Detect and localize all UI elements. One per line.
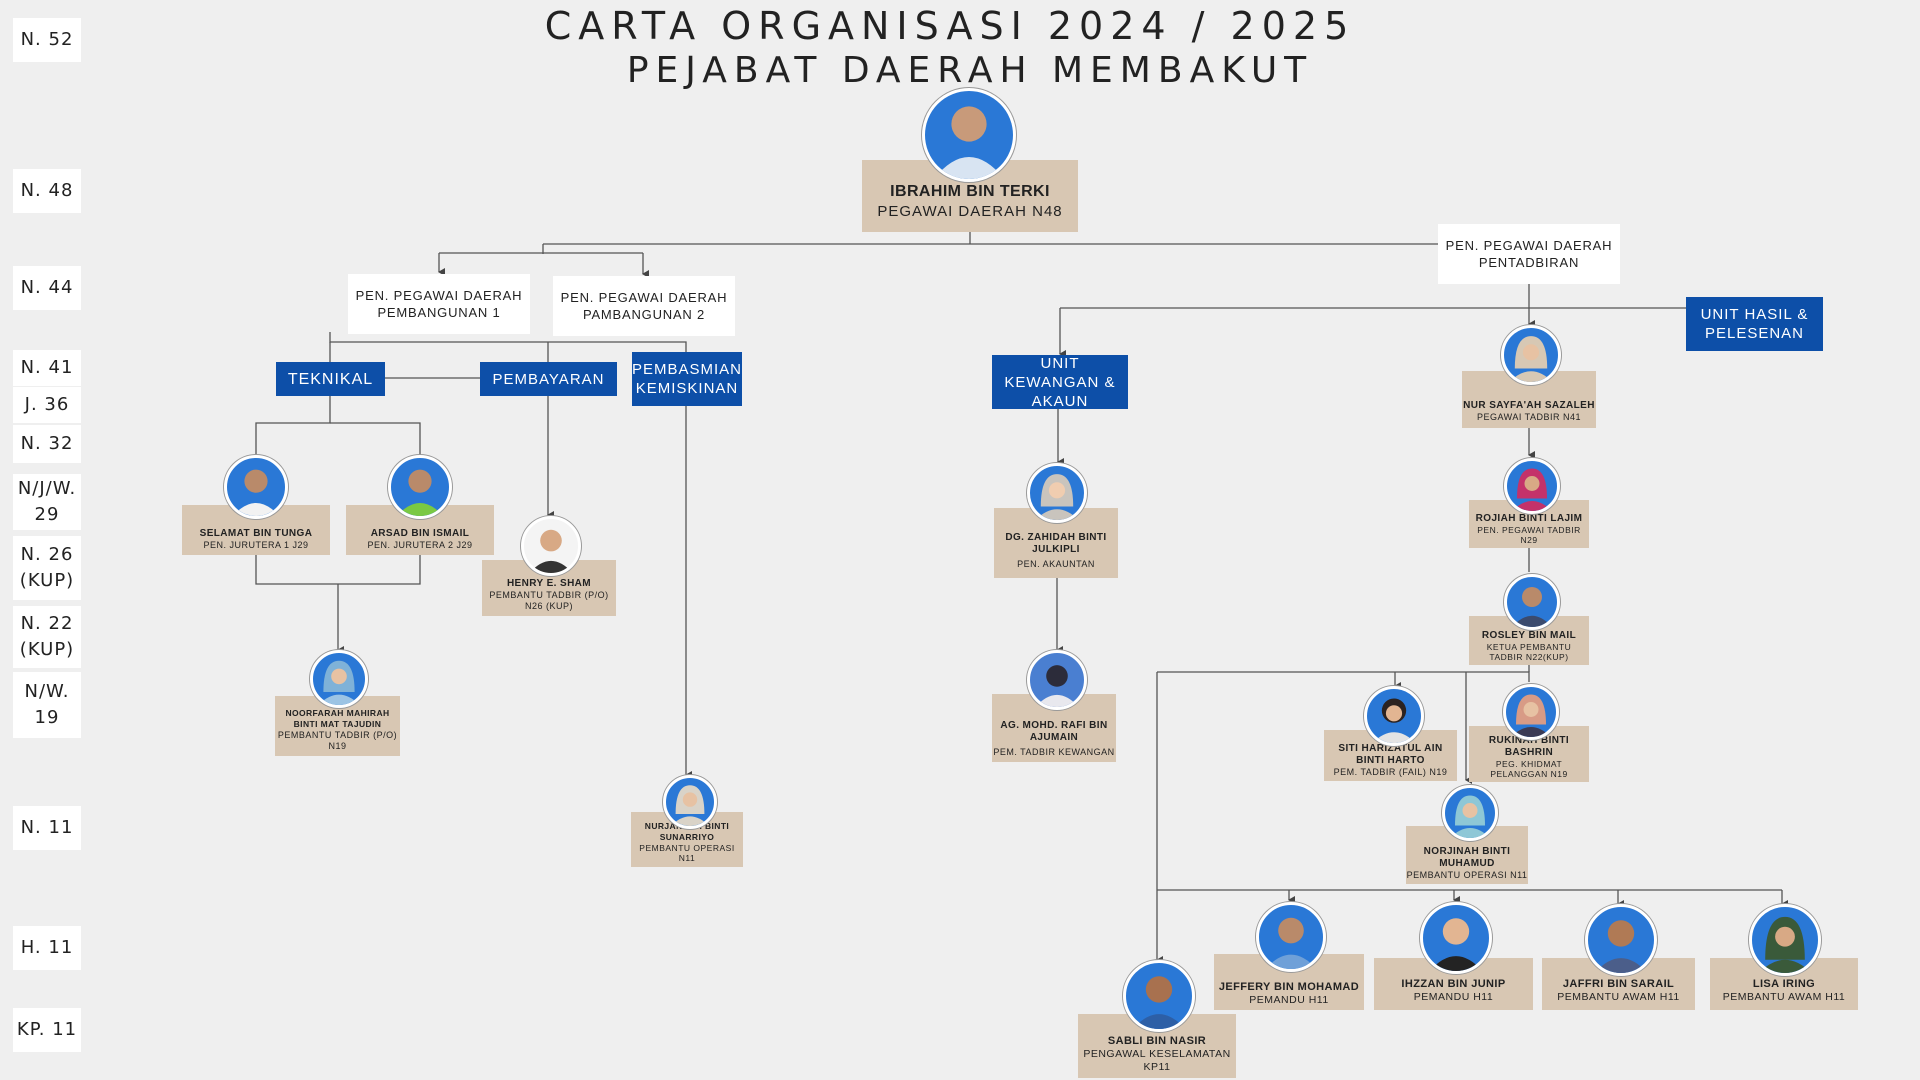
person-name: IBRAHIM BIN TERKI: [890, 182, 1050, 200]
person-post: PEMBANTU OPERASI N11: [1406, 870, 1528, 880]
unit-hasil-pelesenan: UNIT HASIL & PELESENAN: [1686, 297, 1823, 351]
grade-label-n11: N. 11: [13, 806, 81, 850]
avatar-rafi: [1027, 650, 1087, 710]
unit-pen-pembangunan-1: PEN. PEGAWAI DAERAH PEMBANGUNAN 1: [348, 274, 530, 334]
avatar-sabli: [1123, 960, 1195, 1032]
avatar-henry: [521, 516, 581, 576]
avatar-jeffery: [1256, 902, 1326, 972]
person-post: PEN. JURUTERA 2 J29: [367, 540, 473, 550]
person-post: PEGAWAI TADBIR N41: [1476, 412, 1582, 422]
avatar-rosley: [1504, 574, 1560, 630]
person-post: PEN. AKAUNTAN: [1017, 559, 1095, 569]
person-post: PEMBANTU AWAM H11: [1722, 991, 1846, 1003]
person-name: LISA IRING: [1752, 978, 1816, 990]
unit-pembasmian-kemiskinan: PEMBASMIAN KEMISKINAN: [632, 352, 742, 406]
person-name: JAFFRI BIN SARAIL: [1562, 978, 1675, 990]
person-card-sabli: SABLI BIN NASIR PENGAWAL KESELAMATAN KP1…: [1078, 1014, 1236, 1078]
grade-label-n32: N. 32: [13, 425, 81, 463]
avatar-lisa: [1749, 904, 1821, 976]
person-name: DG. ZAHIDAH BINTI JULKIPLI: [1005, 532, 1107, 555]
person-name: HENRY E. SHAM: [506, 578, 592, 589]
person-post: PEMBANTU TADBIR (P/O) N19: [277, 730, 398, 751]
person-post: PEMBANTU OPERASI N11: [639, 843, 735, 863]
avatar-ihzzan: [1420, 902, 1492, 974]
grade-label-n52: N. 52: [13, 18, 81, 62]
avatar-nurjannah: [663, 775, 717, 829]
person-name: AG. MOHD. RAFI BIN AJUMAIN: [1000, 720, 1108, 743]
grade-label-h11: H. 11: [13, 926, 81, 970]
grade-label-n19: N/W. 19: [13, 672, 81, 738]
person-name: ARSAD BIN ISMAIL: [370, 528, 470, 539]
person-card-jeffery: JEFFERY BIN MOHAMAD PEMANDU H11: [1214, 954, 1364, 1010]
person-name: ROJIAH BINTI LAJIM: [1475, 513, 1583, 524]
person-post: PEN. JURUTERA 1 J29: [203, 540, 309, 550]
person-name: SELAMAT BIN TUNGA: [199, 528, 313, 539]
person-card-norjinah: NORJINAH BINTI MUHAMUD PEMBANTU OPERASI …: [1406, 826, 1528, 884]
avatar-ibrahim: [922, 88, 1016, 182]
person-name: NUR SAYFA'AH SAZALEH: [1463, 400, 1595, 411]
avatar-selamat: [224, 455, 288, 519]
unit-teknikal: TEKNIKAL: [276, 362, 385, 396]
unit-kewangan-akaun: UNIT KEWANGAN & AKAUN: [992, 355, 1128, 410]
person-post: PEMBANTU TADBIR (P/O) N26 (KUP): [489, 590, 609, 611]
person-post: PEGAWAI DAERAH N48: [877, 202, 1063, 220]
person-name: JEFFERY BIN MOHAMAD: [1218, 981, 1360, 993]
grade-label-n48: N. 48: [13, 169, 81, 213]
unit-pembayaran: PEMBAYARAN: [480, 362, 617, 396]
person-card-noorfarah: NOORFARAH MAHIRAH BINTI MAT TAJUDIN PEMB…: [275, 696, 400, 756]
grade-label-n22: N. 22 (KUP): [13, 606, 81, 668]
person-post: PEM. TADBIR (FAIL) N19: [1333, 767, 1448, 777]
avatar-jaffri: [1585, 904, 1657, 976]
avatar-rojiah: [1504, 458, 1560, 514]
person-name: NOORFARAH MAHIRAH BINTI MAT TAJUDIN: [285, 708, 390, 729]
avatar-arsad: [388, 455, 452, 519]
grade-label-kp11: KP. 11: [13, 1008, 81, 1052]
person-card-rojiah: ROJIAH BINTI LAJIM PEN. PEGAWAI TADBIR N…: [1469, 500, 1589, 548]
chart-title-line-2: PEJABAT DAERAH MEMBAKUT: [626, 50, 1314, 91]
person-post: PEMBANTU AWAM H11: [1557, 991, 1680, 1003]
grade-label-n29: N/J/W. 29: [13, 474, 81, 530]
unit-pen-pembangunan-2: PEN. PEGAWAI DAERAH PAMBANGUNAN 2: [553, 276, 735, 336]
person-post: KETUA PEMBANTU TADBIR N22(KUP): [1486, 642, 1572, 662]
person-post: PEM. TADBIR KEWANGAN: [993, 747, 1115, 757]
grade-label-n41: N. 41: [13, 350, 81, 386]
avatar-rukinah: [1503, 684, 1559, 740]
person-name: RUKINAH BINTI BASHRIN: [1488, 735, 1570, 758]
person-name: SITI HARIZATUL AIN BINTI HARTO: [1338, 743, 1443, 766]
person-post: PEN. PEGAWAI TADBIR N29: [1477, 525, 1581, 545]
person-post: PEMANDU H11: [1249, 994, 1329, 1006]
person-post: PEMANDU H11: [1413, 991, 1494, 1003]
unit-pen-pentadbiran: PEN. PEGAWAI DAERAH PENTADBIRAN: [1438, 224, 1620, 284]
person-name: IHZZAN BIN JUNIP: [1401, 978, 1506, 990]
grade-label-n44: N. 44: [13, 266, 81, 310]
person-name: ROSLEY BIN MAIL: [1481, 630, 1577, 641]
grade-label-n26: N. 26 (KUP): [13, 536, 81, 600]
person-post: PEG. KHIDMAT PELANGGAN N19: [1490, 759, 1568, 779]
avatar-norjinah: [1442, 785, 1498, 841]
person-post: PENGAWAL KESELAMATAN KP11: [1083, 1048, 1231, 1073]
avatar-sayfaah: [1501, 325, 1561, 385]
avatar-noorfarah: [310, 650, 368, 708]
person-name: NORJINAH BINTI MUHAMUD: [1423, 846, 1511, 869]
person-card-rukinah: RUKINAH BINTI BASHRIN PEG. KHIDMAT PELAN…: [1469, 726, 1589, 782]
chart-title-line-1: CARTA ORGANISASI 2024 / 2025: [544, 4, 1356, 48]
grade-label-j36: J. 36: [13, 387, 81, 423]
person-name: SABLI BIN NASIR: [1107, 1035, 1207, 1047]
avatar-siti: [1364, 686, 1424, 746]
avatar-zahidah: [1027, 463, 1087, 523]
